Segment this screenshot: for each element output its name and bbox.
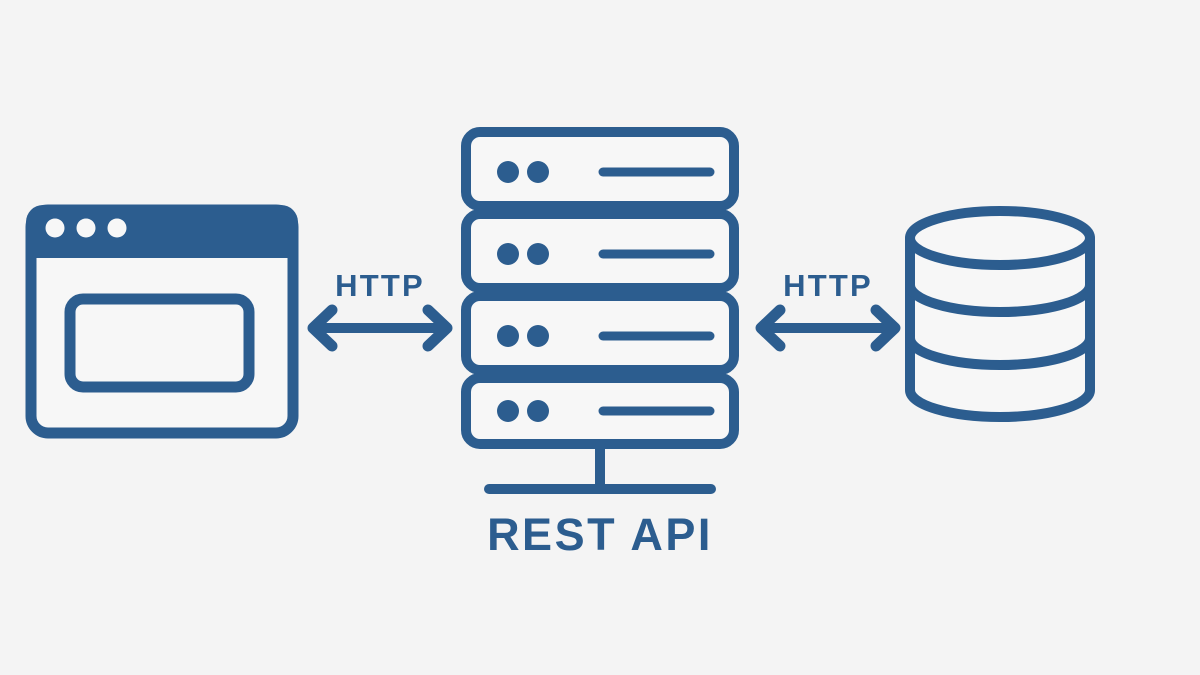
browser-dot-maximize-icon[interactable] [107, 218, 127, 238]
server-unit-4-led-1-icon [497, 400, 519, 422]
server-unit-4-led-2-icon [527, 400, 549, 422]
server-unit-1[interactable] [461, 127, 739, 211]
browser-dot-minimize-icon[interactable] [76, 218, 96, 238]
server-unit-3[interactable] [461, 291, 739, 375]
server-unit-1-led-2-icon [527, 161, 549, 183]
rest-api-server-stack-node[interactable]: REST API [461, 127, 739, 560]
database-divider-2 [905, 333, 1095, 370]
server-unit-3-led-2-icon [527, 325, 549, 347]
server-unit-3-led-1-icon [497, 325, 519, 347]
arrow-head-right-icon [870, 304, 901, 352]
server-unit-4[interactable] [461, 373, 739, 449]
connector-server-to-database: HTTP [755, 268, 901, 352]
connector-client-to-server: HTTP [307, 268, 453, 352]
browser-window-node[interactable] [25, 204, 299, 439]
connector-label-http-left: HTTP [335, 268, 425, 303]
database-top-disc [905, 206, 1095, 270]
browser-titlebar [26, 205, 298, 258]
browser-content-area[interactable] [64, 293, 255, 393]
server-unit-2-led-2-icon [527, 243, 549, 265]
server-unit-2[interactable] [461, 209, 739, 293]
database-body [905, 233, 1095, 422]
server-unit-2-led-1-icon [497, 243, 519, 265]
arrow-head-right-icon [422, 304, 453, 352]
database-cylinder-node[interactable] [905, 206, 1095, 422]
arrow-head-left-icon [755, 304, 786, 352]
server-stack-title: REST API [487, 509, 713, 560]
connector-label-http-right: HTTP [783, 268, 873, 303]
browser-dot-close-icon[interactable] [45, 218, 65, 238]
database-divider-1 [905, 280, 1095, 317]
arrow-head-left-icon [307, 304, 338, 352]
server-unit-1-led-1-icon [497, 161, 519, 183]
